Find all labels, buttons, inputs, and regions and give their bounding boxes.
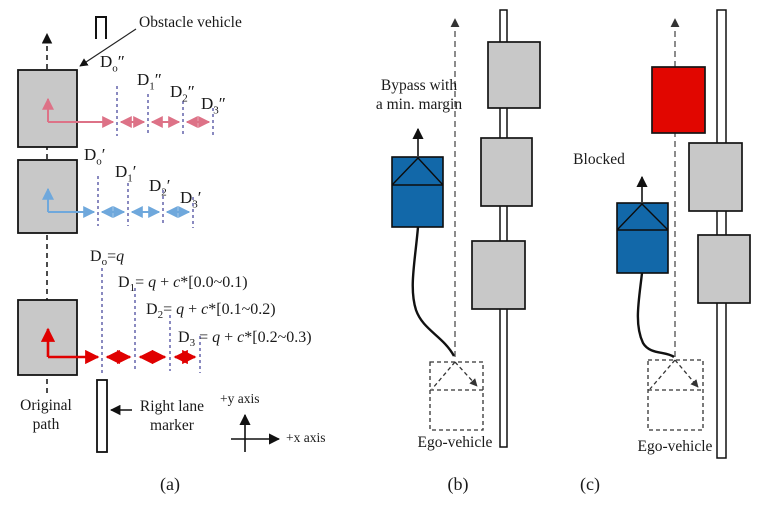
- lane-marker-bar-b: [499, 9, 508, 448]
- right-lane-marker-bar-a: [96, 379, 108, 453]
- offset-ticks-row1: [116, 86, 214, 138]
- offset-arrows-row3-red: [40, 327, 197, 365]
- y-axis-label: +y axis: [220, 391, 260, 406]
- d0-prime-label: Do′: [84, 145, 106, 168]
- offset-arrows-row1-pink: [42, 97, 211, 128]
- obstacle-box-3: [17, 299, 78, 376]
- d3-dblprime-label: D3″: [201, 94, 226, 117]
- ego-vehicle-ghost-b: [429, 361, 484, 431]
- right-lane-marker-label: Right lane marker: [139, 398, 205, 434]
- d0-dblprime-label: Do″: [100, 52, 125, 75]
- d1-dblprime-label: D1″: [137, 70, 162, 93]
- d2-formula: D2= q + c*[0.1~0.2): [146, 301, 276, 322]
- lane-marker-top-glyph: [95, 16, 107, 39]
- bypass-label: Bypass with a min. margin: [375, 77, 463, 113]
- original-path-label: Original path: [20, 397, 72, 433]
- panel-a: [17, 16, 281, 453]
- obstacle-box-c1: [688, 142, 743, 212]
- obstacle-box-b2: [480, 137, 533, 207]
- d2-dblprime-label: D2″: [170, 82, 195, 105]
- offset-arrows-row2-blue: [42, 187, 191, 218]
- blocked-label: Blocked: [573, 151, 625, 168]
- panel-a-caption: (a): [160, 474, 180, 494]
- d1-prime-label: D1′: [115, 162, 137, 185]
- obstacle-box-b3: [471, 240, 526, 310]
- ego-vehicle-blue-b: [391, 127, 444, 228]
- d3-formula: D3 = q + c*[0.2~0.3): [178, 329, 312, 350]
- obstacle-annotation-arrow: [79, 28, 137, 67]
- trajectory-c: [636, 272, 675, 359]
- panel-b: [391, 9, 541, 448]
- offset-ticks-row2: [97, 176, 194, 228]
- axis-cross: [231, 413, 281, 452]
- obstacle-box-b1: [487, 41, 541, 109]
- blocking-red-box: [651, 66, 706, 134]
- ego-vehicle-blue-c: [616, 175, 669, 274]
- d0-formula: Do=q: [90, 248, 125, 269]
- panel-c-caption: (c): [580, 474, 600, 494]
- ego-vehicle-label-c: Ego-vehicle: [637, 438, 713, 455]
- d1-formula: D1= q + c*[0.0~0.1): [118, 274, 248, 295]
- obstacle-vehicle-label: Obstacle vehicle: [139, 14, 242, 31]
- obstacle-box-c2: [697, 234, 751, 304]
- bypass-trajectory-b: [411, 226, 456, 357]
- panel-b-caption: (b): [447, 474, 469, 494]
- ego-vehicle-label-b: Ego-vehicle: [417, 434, 493, 451]
- offset-ticks-row3: [101, 268, 201, 373]
- d2-prime-label: D2′: [149, 176, 171, 199]
- d3-prime-label: D3′: [180, 188, 202, 211]
- lane-marker-bar-c: [716, 9, 727, 459]
- ego-vehicle-ghost-c: [647, 359, 704, 431]
- x-axis-label: +x axis: [286, 430, 326, 445]
- panel-c: [616, 9, 751, 459]
